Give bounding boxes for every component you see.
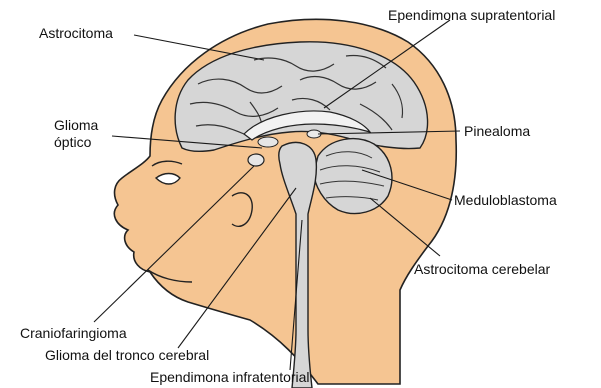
label-ependimona-infratentorial: Ependimona infratentorial (150, 369, 310, 385)
label-craniofaringioma: Craniofaringioma (20, 325, 127, 341)
label-glioma-optico-line2: óptico (54, 134, 92, 150)
label-meduloblastoma: Meduloblastoma (454, 192, 557, 208)
pituitary-region (248, 154, 264, 166)
label-pinealoma: Pinealoma (464, 123, 530, 139)
label-astrocitoma: Astrocitoma (39, 25, 113, 41)
label-glioma-tronco: Glioma del tronco cerebral (45, 347, 209, 363)
label-ependimona-supratentorial: Ependimona supratentorial (388, 7, 555, 23)
optic-region (258, 137, 278, 147)
label-astrocitoma-cerebelar: Astrocitoma cerebelar (414, 261, 551, 277)
label-glioma-optico-line1: Glioma (54, 117, 99, 133)
